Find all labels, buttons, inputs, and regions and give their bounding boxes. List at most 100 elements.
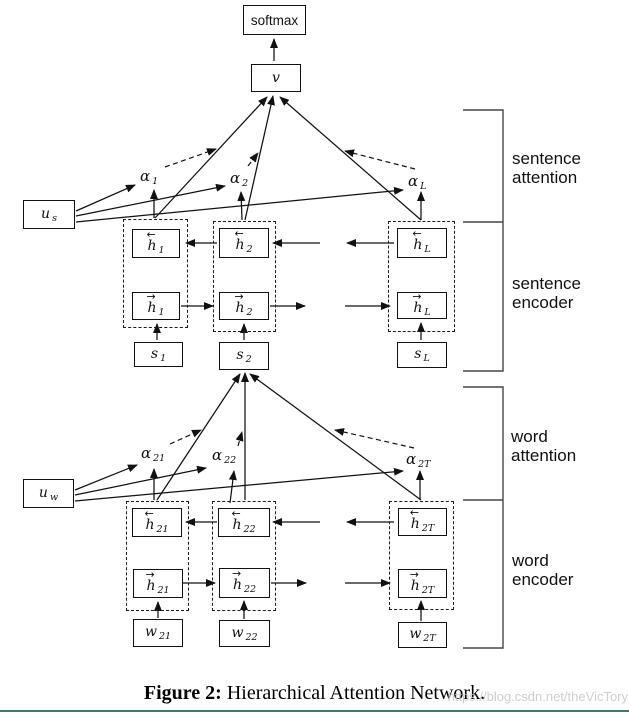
math-base: α — [212, 446, 223, 464]
math-base: s — [414, 346, 422, 362]
word-hidden-group-2T — [389, 501, 454, 610]
softmax-label: softmax — [250, 12, 299, 28]
math-base: w — [231, 624, 244, 641]
section-label-line: word — [512, 551, 549, 570]
math-base: h — [147, 237, 157, 254]
section-label-sentence-attention: sentence attention — [512, 149, 581, 187]
right-arrow-icon: → — [231, 567, 242, 580]
solid-arrows — [74, 38, 425, 621]
section-label-line: sentence — [512, 274, 581, 293]
math-sub: 22 — [243, 523, 256, 535]
math-sub: 1 — [152, 176, 159, 187]
section-label-sentence-encoder: sentence encoder — [512, 274, 581, 312]
math-base: s — [236, 347, 244, 363]
vector-glyph: ←h — [231, 508, 241, 533]
right-arrow-icon: → — [234, 290, 244, 303]
math-base: h — [235, 300, 245, 316]
math-base: u — [41, 205, 51, 222]
math-sub: 21 — [153, 453, 166, 464]
vector-glyph: →h — [146, 291, 157, 316]
math-sub: 2T — [423, 633, 436, 644]
caption-prefix: Figure 2: — [143, 682, 222, 704]
section-label-word-encoder: word encoder — [512, 551, 574, 589]
section-brackets — [463, 109, 504, 649]
vector-glyph: ←h — [234, 228, 245, 253]
math-base: s — [150, 345, 159, 362]
vector-glyph: ←h — [412, 228, 422, 253]
vector-glyph: →h — [145, 569, 156, 594]
sentence-hidden-group-L — [388, 221, 455, 332]
math-base: h — [146, 577, 156, 594]
left-arrow-icon: ← — [412, 227, 422, 240]
math-sub: L — [420, 181, 427, 192]
math-base: α — [406, 450, 417, 468]
math-base: h — [145, 516, 155, 533]
vector-glyph: →h — [412, 291, 423, 316]
math-base: α — [140, 167, 151, 185]
math-sub: 2 — [246, 244, 253, 255]
figure-caption: Figure 2: Hierarchical Attention Network… — [0, 682, 629, 705]
math-base: h — [147, 300, 157, 316]
softmax-box: softmax — [243, 5, 306, 35]
left-arrow-icon: ← — [409, 506, 419, 519]
math-base: h — [410, 577, 420, 594]
section-label-line: encoder — [512, 569, 574, 589]
math-sub: 2T — [421, 523, 435, 534]
math-sub: 22 — [224, 455, 237, 466]
math-sub: s — [52, 212, 57, 224]
right-arrow-icon: → — [409, 567, 419, 581]
math-base: w — [144, 624, 157, 640]
math-sub: 22 — [245, 631, 258, 643]
right-arrow-icon: → — [412, 289, 422, 303]
left-arrow-icon: ← — [231, 506, 241, 520]
math-sub: 1 — [158, 244, 165, 256]
right-arrow-icon: → — [145, 567, 155, 581]
math-sub: 21 — [156, 523, 169, 535]
vector-glyph: →h — [410, 569, 420, 594]
section-label-line: attention — [512, 167, 578, 187]
caption-text: Hierarchical Attention Network. — [221, 682, 486, 704]
math-base: h — [235, 237, 245, 253]
vector-glyph: →h — [232, 568, 242, 593]
left-arrow-icon: ← — [146, 227, 156, 241]
math-sub: 21 — [158, 631, 172, 642]
math-base: h — [232, 577, 242, 593]
sentence-hidden-group-2 — [213, 221, 276, 332]
math-sub: 22 — [243, 584, 257, 595]
word-hidden-group-22 — [212, 501, 276, 611]
math-sub: 1 — [160, 352, 167, 364]
math-base: h — [413, 299, 423, 316]
document-vector-box: v — [251, 64, 301, 92]
math-sub: 2T — [418, 459, 431, 470]
math-base: α — [408, 172, 419, 190]
